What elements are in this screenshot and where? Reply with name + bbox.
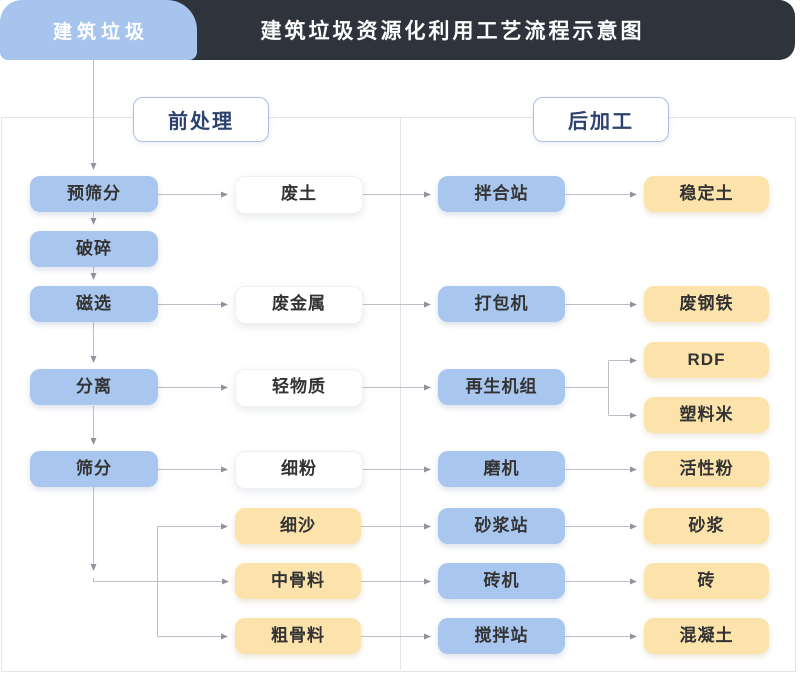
node-fine-powder: 细粉	[235, 451, 363, 489]
section-label-post-text: 后加工	[568, 111, 634, 133]
node-screening: 筛分	[30, 451, 158, 487]
node-rdf: RDF	[644, 342, 769, 378]
node-stabilized-soil: 稳定土	[644, 176, 769, 212]
source-tab: 建筑垃圾	[0, 0, 197, 60]
node-active-powder: 活性粉	[644, 451, 769, 487]
section-divider-line	[400, 117, 401, 670]
node-brick: 砖	[644, 563, 769, 599]
node-pre-screening: 预筛分	[30, 176, 158, 212]
section-label-pre-text: 前处理	[168, 111, 234, 133]
node-brick-machine: 砖机	[438, 563, 565, 599]
node-waste-soil: 废土	[235, 176, 363, 214]
section-label-pre-processing: 前处理	[133, 97, 269, 142]
node-crushing: 破碎	[30, 231, 158, 267]
node-separation: 分离	[30, 369, 158, 405]
section-label-post-processing: 后加工	[533, 97, 669, 142]
node-plastic-pellets: 塑料米	[644, 397, 769, 433]
diagram-frame	[1, 117, 796, 672]
node-concrete-mixing-station: 搅拌站	[438, 618, 565, 654]
node-mixing-plant: 拌合站	[438, 176, 565, 212]
node-fine-sand: 细沙	[235, 508, 361, 544]
title-bar: 建筑垃圾资源化利用工艺流程示意图	[110, 0, 795, 60]
node-light-material: 轻物质	[235, 369, 363, 407]
node-mortar-station: 砂浆站	[438, 508, 565, 544]
node-waste-metal: 废金属	[235, 286, 363, 324]
node-coarse-aggregate: 粗骨料	[235, 618, 361, 654]
node-baler: 打包机	[438, 286, 565, 322]
node-mill: 磨机	[438, 451, 565, 487]
node-mortar: 砂浆	[644, 508, 769, 544]
node-scrap-steel: 废钢铁	[644, 286, 769, 322]
node-medium-aggregate: 中骨料	[235, 563, 361, 599]
node-regeneration-unit: 再生机组	[438, 369, 565, 405]
diagram-title: 建筑垃圾资源化利用工艺流程示意图	[260, 20, 645, 43]
node-magnetic-separation: 磁选	[30, 286, 158, 322]
source-tab-label: 建筑垃圾	[52, 21, 149, 43]
node-concrete: 混凝土	[644, 618, 769, 654]
